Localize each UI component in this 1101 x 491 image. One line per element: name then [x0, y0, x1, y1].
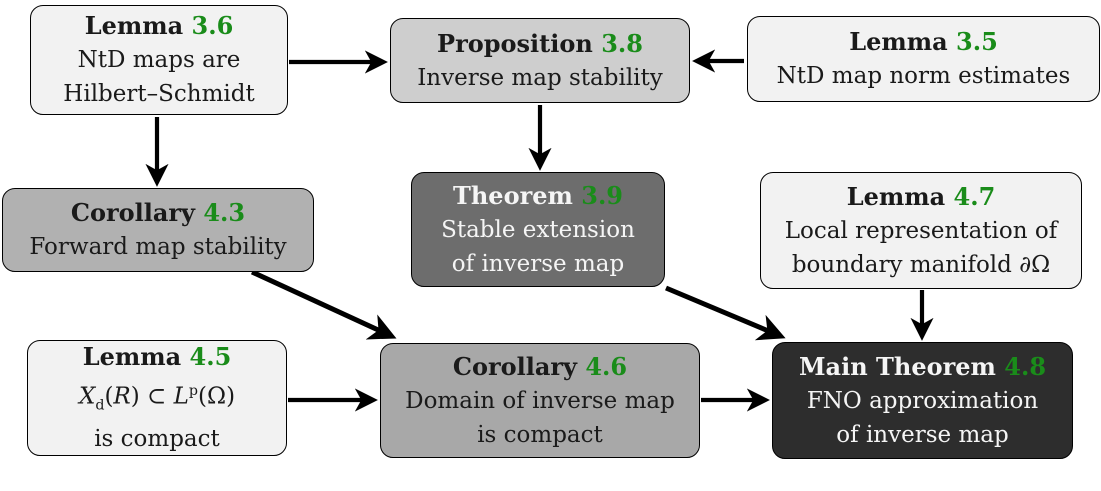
arrow-thm39-to-mainthm48 [665, 285, 786, 341]
node-line: is compact [94, 426, 220, 453]
node-line: boundary manifold ∂Ω [791, 251, 1051, 278]
node-kind: Corollary [452, 351, 577, 381]
node-line: FNO approximation [806, 387, 1039, 414]
node-kind: Lemma [82, 341, 182, 371]
node-line: Forward map stability [29, 234, 287, 260]
node-number: 4.6 [585, 351, 628, 381]
node-line: of inverse map [451, 250, 625, 277]
node-number: 3.9 [581, 180, 624, 210]
node-title: Main Theorem 4.8 [799, 350, 1046, 384]
node-number: 3.6 [191, 11, 234, 40]
node-lemma-3-6: Lemma 3.6 NtD maps are Hilbert–Schmidt [30, 5, 288, 115]
node-corollary-4-3: Corollary 4.3 Forward map stability [2, 188, 314, 272]
node-line: Stable extension [441, 216, 635, 243]
node-line: is compact [477, 421, 603, 448]
node-title: Lemma 3.5 [849, 25, 998, 59]
node-lemma-3-5: Lemma 3.5 NtD map norm estimates [747, 16, 1100, 102]
node-line: NtD map norm estimates [776, 63, 1071, 89]
node-number: 4.8 [1004, 351, 1047, 381]
node-number: 3.5 [956, 27, 998, 56]
node-title: Theorem 3.9 [453, 179, 623, 213]
node-number: 3.8 [601, 28, 643, 58]
node-title: Proposition 3.8 [437, 27, 643, 61]
node-title: Corollary 4.6 [453, 350, 627, 384]
node-theorem-3-9: Theorem 3.9 Stable extension of inverse … [411, 172, 665, 287]
node-kind: Corollary [70, 198, 195, 227]
node-kind: Lemma [846, 181, 946, 211]
node-proposition-3-8: Proposition 3.8 Inverse map stability [390, 18, 690, 103]
node-line: NtD maps are [77, 47, 241, 73]
node-line: Inverse map stability [417, 64, 663, 91]
node-corollary-4-6: Corollary 4.6 Domain of inverse map is c… [380, 343, 700, 458]
node-kind: Proposition [437, 28, 593, 58]
node-title: Lemma 3.6 [85, 9, 234, 43]
node-line: Local representation of [784, 217, 1058, 244]
node-number: 4.3 [203, 198, 246, 227]
node-line: Domain of inverse map [405, 387, 675, 414]
node-number: 4.7 [953, 181, 996, 211]
node-math-line: Xd(R) ⊂ Lp(Ω) [78, 382, 236, 414]
node-kind: Main Theorem [798, 351, 996, 381]
node-kind: Lemma [84, 11, 184, 40]
node-main-theorem-4-8: Main Theorem 4.8 FNO approximation of in… [772, 342, 1073, 459]
node-kind: Lemma [849, 27, 948, 56]
node-title: Lemma 4.5 [83, 340, 232, 374]
node-title: Corollary 4.3 [71, 196, 245, 230]
node-lemma-4-5: Lemma 4.5 Xd(R) ⊂ Lp(Ω) is compact [27, 340, 287, 456]
node-line: of inverse map [836, 421, 1009, 448]
node-kind: Theorem [452, 180, 573, 210]
node-title: Lemma 4.7 [847, 180, 996, 214]
node-number: 4.5 [189, 341, 232, 371]
arrow-cor43-to-cor46 [250, 269, 397, 340]
node-line: Hilbert–Schmidt [63, 81, 255, 107]
node-lemma-4-7: Lemma 4.7 Local representation of bounda… [760, 172, 1082, 289]
